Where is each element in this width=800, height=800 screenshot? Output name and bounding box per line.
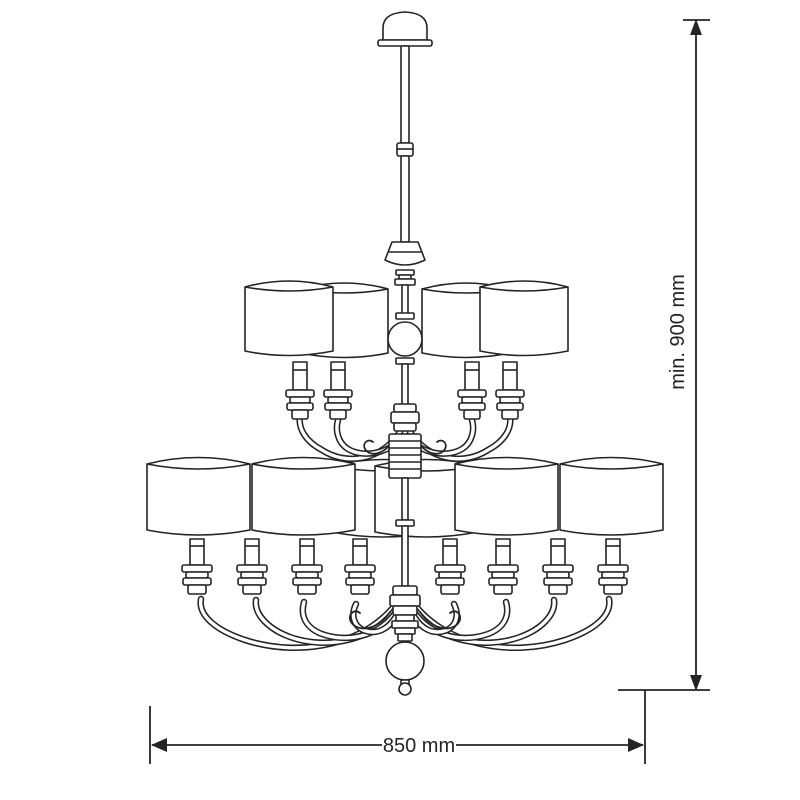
- candle-socket: [291, 538, 323, 595]
- lamp-shade: [479, 280, 569, 357]
- lower-tier-arms: [197, 594, 613, 652]
- lamp-shade: [454, 456, 559, 536]
- candle-socket: [487, 538, 519, 595]
- horizontal-dimension: 850 mm: [149, 690, 646, 764]
- candle-socket: [542, 538, 574, 595]
- ceiling-cap: [382, 11, 428, 41]
- canopy: [384, 241, 426, 266]
- height-dimension-label: min. 900 mm: [667, 274, 689, 390]
- column-sphere: [387, 321, 423, 357]
- arrow-down-icon: [690, 675, 702, 691]
- candle-socket: [181, 538, 213, 595]
- candle-socket: [457, 361, 487, 420]
- ball-finial: [385, 641, 425, 681]
- width-dimension-label: 850 mm: [383, 735, 455, 757]
- center-column: [377, 11, 433, 696]
- chandelier-drawing: [146, 11, 664, 696]
- candle-socket: [434, 538, 466, 595]
- vertical-dimension: min. 900 mm: [618, 19, 710, 691]
- candle-socket: [236, 538, 268, 595]
- lamp-shade: [559, 456, 664, 536]
- hanging-rod: [400, 45, 410, 144]
- candle-socket: [495, 361, 525, 420]
- candle-socket: [285, 361, 315, 420]
- lamp-shade: [146, 456, 251, 536]
- arrow-up-icon: [690, 19, 702, 35]
- lamp-shade: [251, 456, 356, 536]
- arrow-right-icon: [628, 738, 644, 752]
- finial-knob: [398, 682, 412, 696]
- candle-socket: [323, 361, 353, 420]
- lamp-shade: [244, 280, 334, 357]
- candle-socket: [344, 538, 376, 595]
- arrow-left-icon: [151, 738, 167, 752]
- candle-socket: [597, 538, 629, 595]
